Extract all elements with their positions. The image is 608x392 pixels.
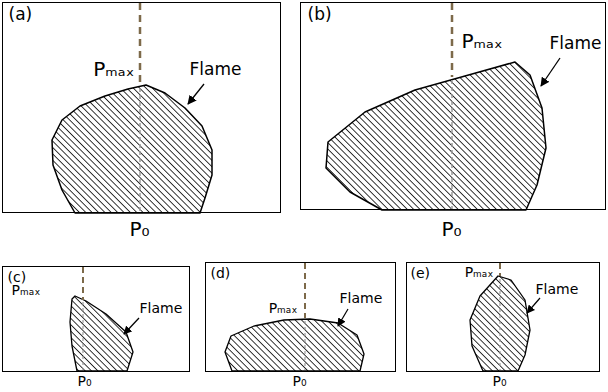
panel-label: (e) — [411, 265, 431, 281]
pressure-label: P₀ — [129, 218, 149, 241]
flame-label: Flame — [550, 34, 602, 54]
panel-box: (d)PₘₐₓFlameP₀ — [205, 262, 396, 372]
panel-box: (a)PₘₐₓFlameP₀ — [2, 2, 281, 213]
panel-label: (b) — [308, 5, 332, 25]
flame-shape — [326, 3, 560, 210]
flame-shape — [225, 263, 364, 371]
flame-label: Flame — [190, 60, 242, 80]
flame-label: Flame — [140, 300, 183, 316]
flame-label: Flame — [340, 290, 383, 306]
panel-box: (e)PₘₐₓFlameP₀ — [406, 262, 600, 372]
pressure-label: P₀ — [492, 373, 506, 389]
panel-label: (a) — [9, 5, 33, 25]
pressure-label: Pₘₐₓ — [269, 300, 298, 316]
flame-shape — [70, 267, 139, 371]
panel-label: (d) — [211, 265, 231, 281]
pressure-label: Pₘₐₓ — [12, 282, 41, 298]
pressure-label: Pₘₐₓ — [462, 30, 503, 53]
pressure-label: P₀ — [441, 218, 461, 241]
panel-box: (b)PₘₐₓFlameP₀ — [300, 2, 606, 210]
pressure-label: P₀ — [77, 373, 91, 389]
flame-label: Flame — [536, 281, 579, 297]
pressure-label: P₀ — [292, 373, 306, 389]
pressure-label: Pₘₐₓ — [93, 58, 134, 81]
pressure-label: Pₘₐₓ — [465, 264, 494, 280]
panel-box: (c)PₘₐₓFlameP₀ — [2, 266, 190, 372]
flame-shape — [52, 3, 212, 213]
